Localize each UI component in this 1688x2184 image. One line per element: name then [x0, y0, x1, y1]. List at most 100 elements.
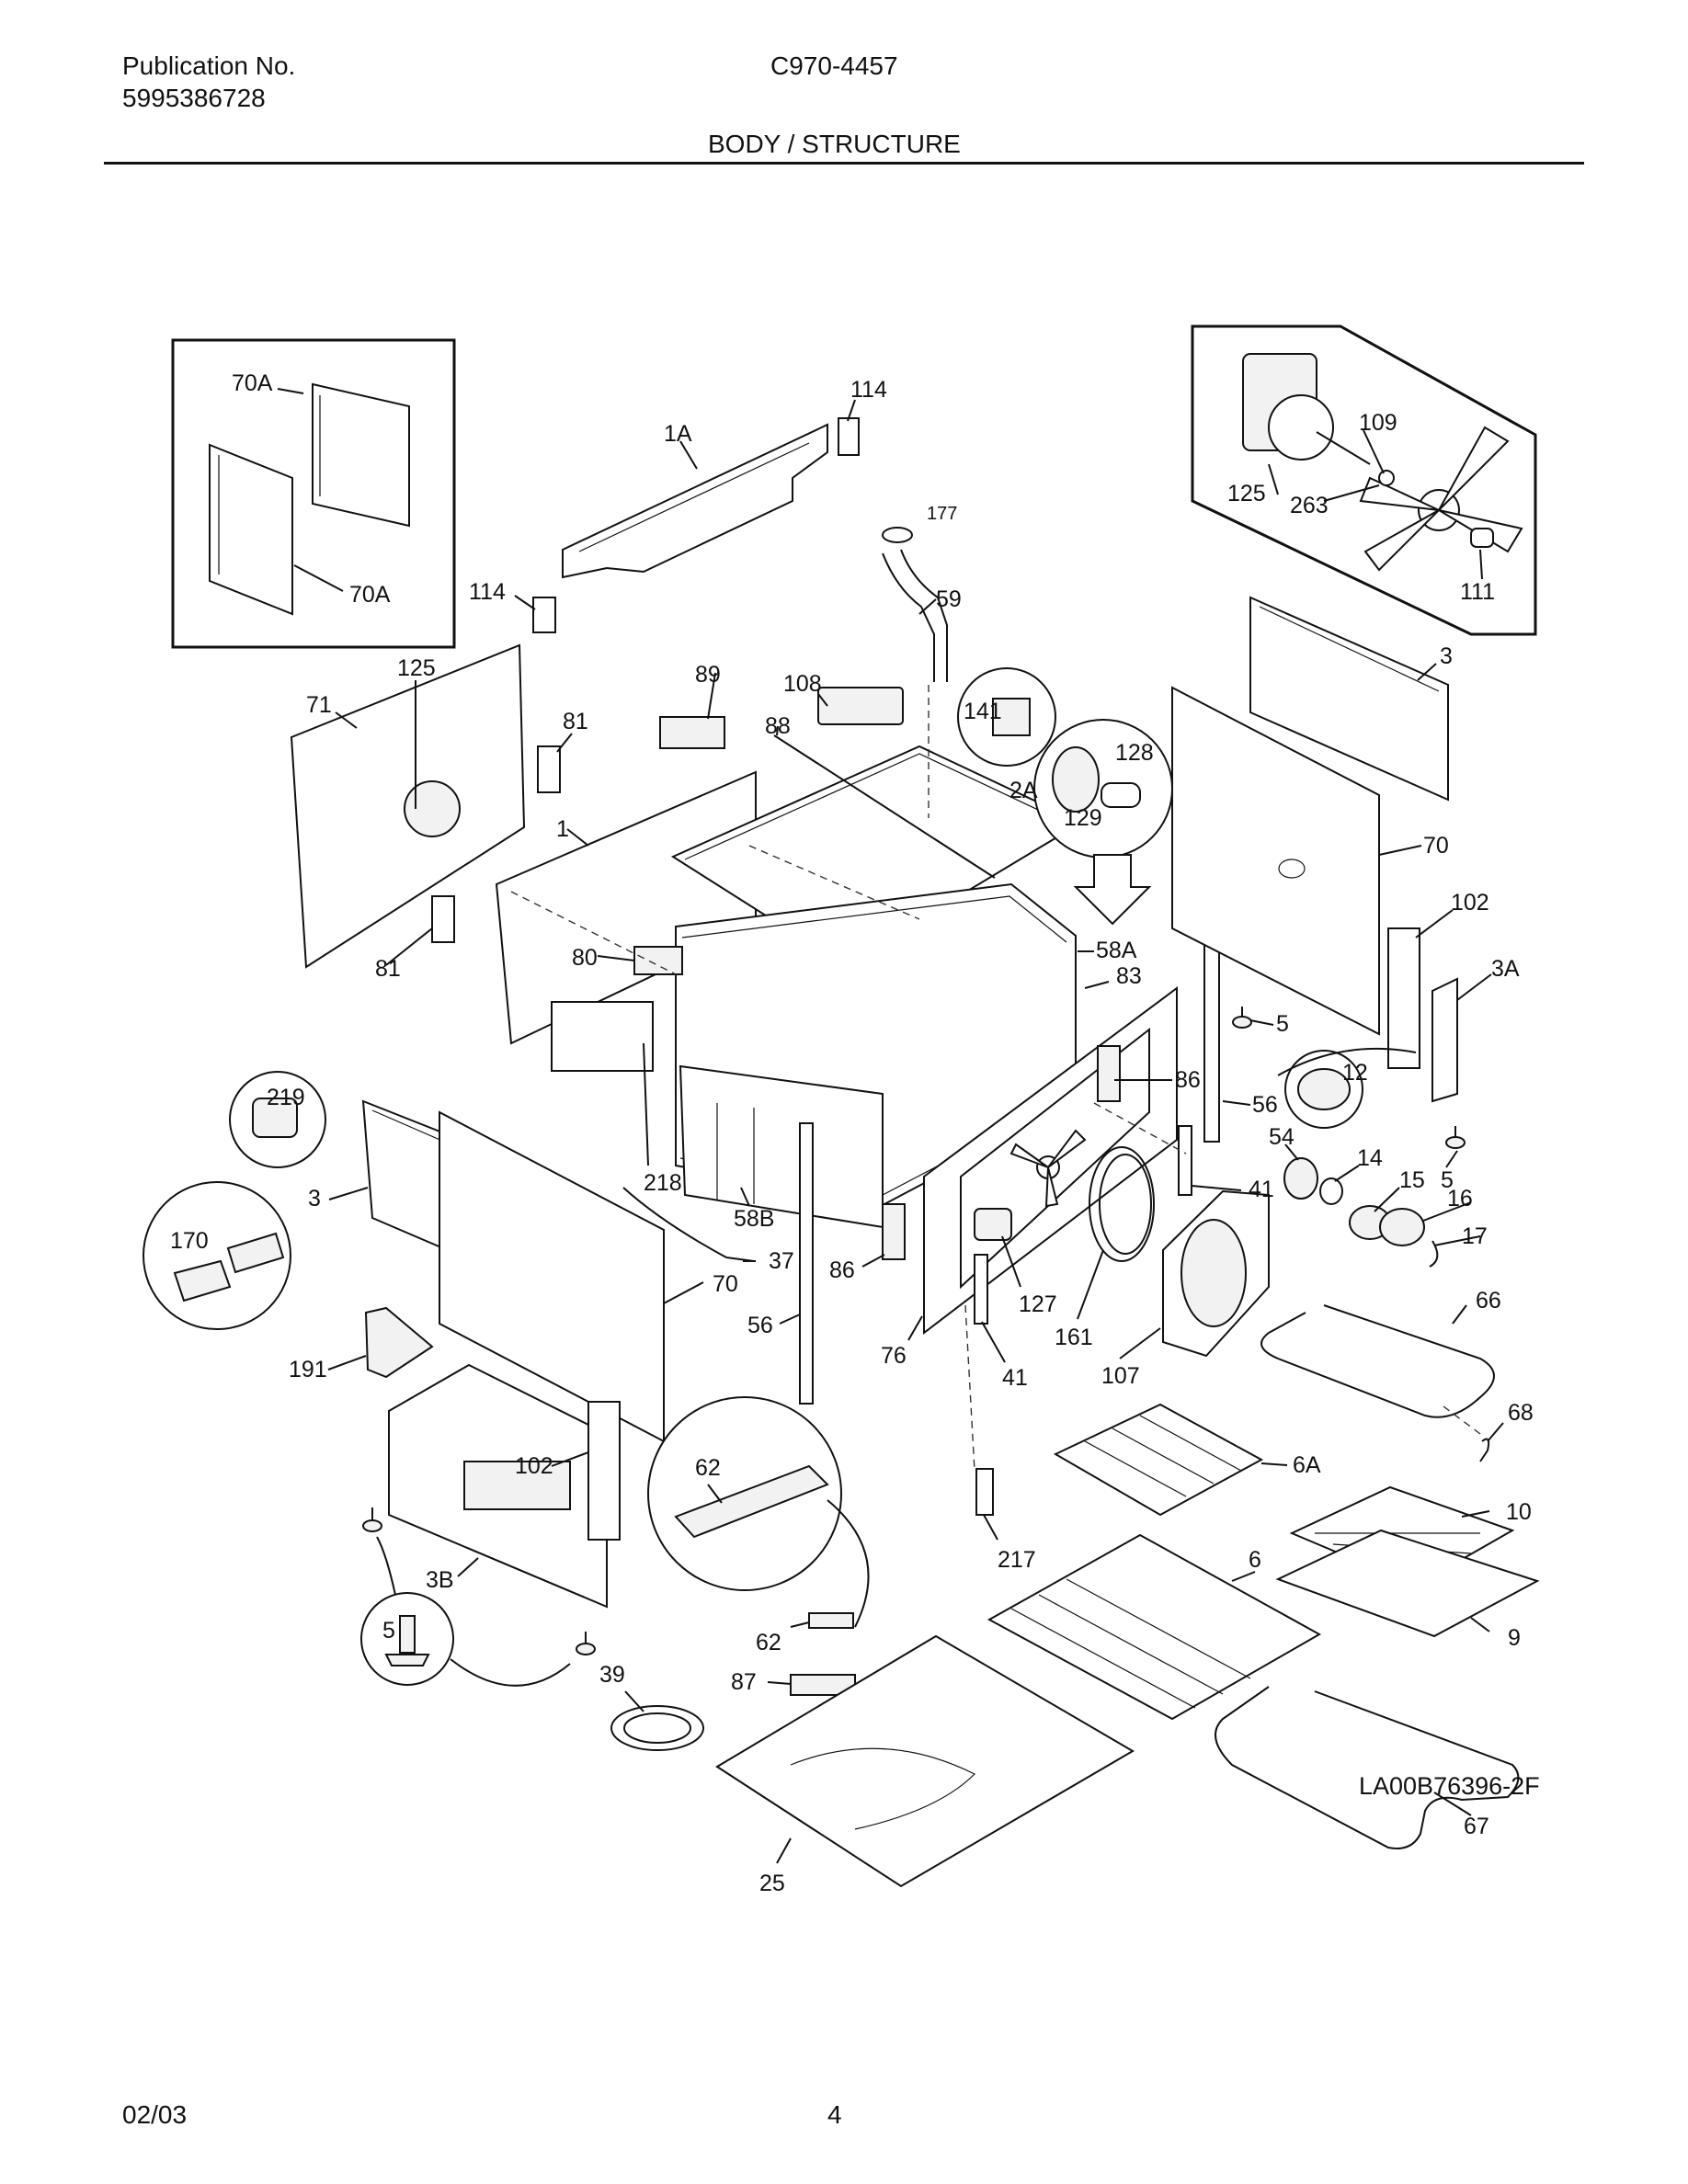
callout-label: 16 — [1447, 1186, 1473, 1211]
callout-label: 129 — [1064, 805, 1102, 831]
callout-label: 5 — [1441, 1167, 1454, 1193]
callout-label: 114 — [850, 377, 887, 403]
callout-label: 108 — [783, 671, 822, 697]
leader-line — [1323, 484, 1380, 502]
callout-label: 219 — [267, 1085, 305, 1110]
callout-label: 86 — [1175, 1067, 1201, 1093]
inset-box-fan-motor — [1191, 324, 1537, 636]
hinge-86-lower — [882, 1203, 906, 1260]
leader-line — [643, 1042, 649, 1166]
leader-line — [1470, 1617, 1490, 1632]
hook-68 — [1479, 1438, 1490, 1462]
callout-label: 9 — [1508, 1625, 1521, 1651]
leader-line — [1249, 1019, 1274, 1026]
callout-label: 170 — [170, 1228, 209, 1254]
callout-label: 56 — [1252, 1092, 1278, 1118]
leader-line — [779, 1314, 801, 1325]
publication-label: Publication No. — [122, 51, 296, 80]
callout-label: 76 — [881, 1343, 907, 1369]
leader-line — [551, 1451, 589, 1467]
callout-label: 1A — [664, 421, 692, 447]
leader-line — [707, 1484, 723, 1504]
callout-label: 56 — [747, 1313, 773, 1338]
leader-line — [457, 1557, 479, 1577]
callout-label: 12 — [1342, 1060, 1368, 1086]
callout-label: 5 — [382, 1618, 395, 1644]
leader-line — [1119, 1327, 1161, 1359]
leader-line — [597, 955, 635, 961]
fan-blade-109-inset — [1359, 426, 1523, 572]
callout-label: 15 — [1399, 1167, 1425, 1193]
callout-label: 114 — [469, 579, 506, 605]
arrow-62 — [827, 1499, 870, 1628]
leader-line — [1461, 1510, 1490, 1518]
callout-label: 70 — [713, 1271, 738, 1297]
element-67 — [1215, 1686, 1520, 1849]
callout-label: 70A — [232, 370, 273, 396]
panel-70-right — [1171, 686, 1380, 1036]
arrow-129 — [1073, 854, 1152, 926]
leader-line — [624, 1690, 644, 1712]
callout-label: 102 — [515, 1453, 553, 1479]
callout-label: 177 — [927, 504, 957, 524]
arrow-up-foot — [376, 1536, 396, 1596]
callout-label: 86 — [829, 1257, 855, 1283]
leader-line — [293, 564, 344, 592]
header-rule — [104, 162, 1584, 165]
strip-41-lower — [974, 1254, 988, 1325]
leader-line — [847, 399, 856, 422]
detail-12 — [1284, 1050, 1363, 1129]
leader-line — [663, 1281, 704, 1304]
power-cord-39 — [610, 1705, 704, 1751]
panel-1a — [562, 423, 828, 579]
fan-motor-125-inset — [1242, 353, 1371, 465]
leader-line — [328, 1187, 369, 1200]
callout-label: 67 — [1464, 1814, 1489, 1839]
callout-label: 41 — [1002, 1365, 1028, 1391]
callout-label: 263 — [1290, 493, 1329, 518]
callout-label: 88 — [765, 713, 791, 739]
leader-line — [1084, 981, 1110, 989]
inset-box-70a — [171, 338, 456, 649]
callout-label: 62 — [695, 1455, 721, 1481]
leader-line — [1077, 1249, 1104, 1320]
callout-label: 109 — [1359, 410, 1397, 436]
detail-62 — [647, 1396, 842, 1591]
trim-56-left — [799, 1122, 814, 1405]
leader-line — [790, 1621, 810, 1628]
detail-219 — [229, 1071, 326, 1168]
callout-label: 217 — [998, 1547, 1036, 1573]
hinge-86-upper — [1097, 1045, 1121, 1102]
element-66 — [1260, 1304, 1495, 1418]
rack-6a — [1053, 1403, 1264, 1517]
callout-label: 62 — [756, 1630, 781, 1655]
leader-line — [707, 672, 716, 720]
leader-line — [1433, 1792, 1472, 1816]
leader-line — [277, 388, 304, 394]
leader-line — [1363, 429, 1385, 474]
callout-label: 81 — [563, 709, 588, 734]
lens-16 — [1379, 1208, 1425, 1246]
leader-line — [1422, 1201, 1472, 1222]
leader-line — [566, 828, 589, 847]
detail-141 — [957, 667, 1056, 767]
detail-5-leveler — [360, 1592, 454, 1686]
panel-70a-bottom — [209, 443, 293, 616]
footer-date: 02/03 — [122, 2100, 188, 2129]
callout-label: 141 — [964, 699, 1002, 724]
panel-3-right — [1249, 596, 1449, 802]
leader-line — [1260, 1462, 1288, 1466]
callout-label: 17 — [1462, 1223, 1488, 1249]
leader-line — [679, 440, 698, 470]
rack-6 — [987, 1533, 1322, 1721]
model-number: C970-4457 — [770, 51, 898, 80]
rod-88 — [773, 734, 996, 879]
leader-line — [1456, 973, 1492, 1001]
strip-217 — [975, 1468, 994, 1516]
callout-label: 102 — [1451, 890, 1489, 916]
panel-3b — [388, 1363, 608, 1609]
leader-line — [767, 1681, 792, 1685]
leader-line — [907, 1315, 923, 1341]
leader-line — [1452, 1304, 1467, 1325]
leader-line — [1268, 463, 1279, 495]
